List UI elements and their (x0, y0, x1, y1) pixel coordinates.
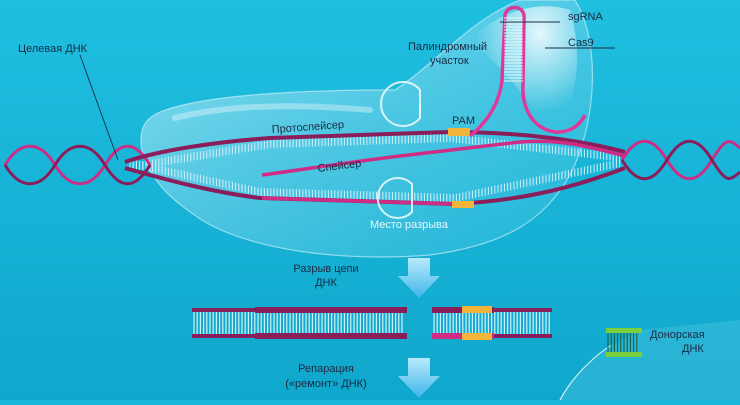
label-palindromic-1: Палиндромный (408, 41, 487, 53)
target-dna-leader (79, 54, 119, 161)
label-break-site: Место разрыва (370, 219, 449, 231)
donor-dna (606, 328, 642, 357)
label-donor-1: Донорская (650, 329, 705, 341)
arrow-down-break (398, 258, 440, 298)
cut-marker-top (380, 81, 421, 127)
label-dna-break-1: Разрыв цепи (293, 263, 358, 275)
label-repair-2: («ремонт» ДНК) (285, 378, 366, 390)
sgrna-hairpin (468, 5, 587, 138)
label-cas9: Cas9 (568, 37, 594, 49)
label-protospacer: Протоспейсер (271, 119, 344, 136)
cut-marker-bottom (376, 177, 413, 219)
label-palindromic-2: участок (430, 55, 469, 67)
label-spacer: Спейсер (317, 158, 362, 175)
label-target-dna: Целевая ДНК (18, 43, 88, 55)
label-dna-break-2: ДНК (315, 277, 337, 289)
broken-dna-right (432, 306, 552, 340)
label-sgrna: sgRNA (568, 11, 604, 23)
label-donor-2: ДНК (682, 343, 704, 355)
pam-segment-top (448, 128, 470, 136)
label-pam: PAM (452, 115, 475, 127)
right-double-helix (620, 139, 740, 181)
label-repair-1: Репарация (298, 363, 354, 375)
broken-dna-left (192, 307, 407, 339)
pam-segment-bottom (452, 201, 474, 208)
left-double-helix (3, 144, 152, 186)
protein-lobe (560, 320, 740, 400)
arrow-down-repair (398, 358, 440, 398)
